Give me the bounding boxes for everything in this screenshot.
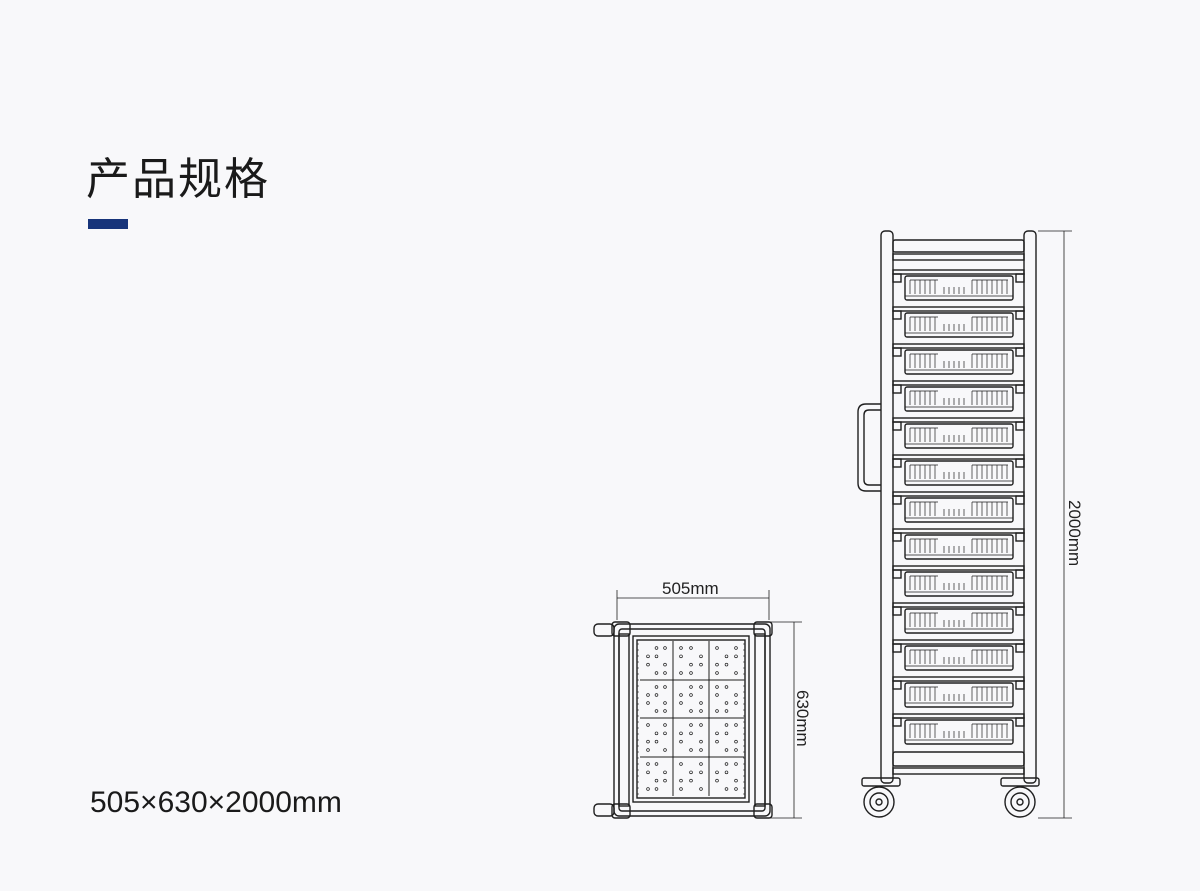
side-view-drawing [857,230,1072,819]
tray-side-view [892,639,1025,671]
depth-dimension-line [770,621,802,819]
tray-side-view [892,380,1025,412]
tray-side-view [892,528,1025,560]
tray-side-view [892,491,1025,523]
tray-side-view [892,602,1025,634]
tray-side-view [892,343,1025,375]
tray-side-view [892,676,1025,708]
page-title: 产品规格 [86,154,270,205]
width-dimension-line [616,590,770,620]
tray-side-view [892,269,1025,301]
title-accent-bar [88,219,128,229]
tray-side-view [892,565,1025,597]
width-dimension-label: 505mm [662,579,719,598]
height-dimension-line [1038,230,1072,819]
height-dimension-label: 2000mm [1065,500,1084,566]
top-view-drawing [593,590,802,819]
depth-dimension-label: 630mm [793,690,812,747]
tray-side-view [892,713,1025,745]
tray-side-view [892,417,1025,449]
tray-side-view [892,454,1025,486]
spec-dimensions-text: 505×630×2000mm [90,786,342,819]
tray-side-view [892,306,1025,338]
